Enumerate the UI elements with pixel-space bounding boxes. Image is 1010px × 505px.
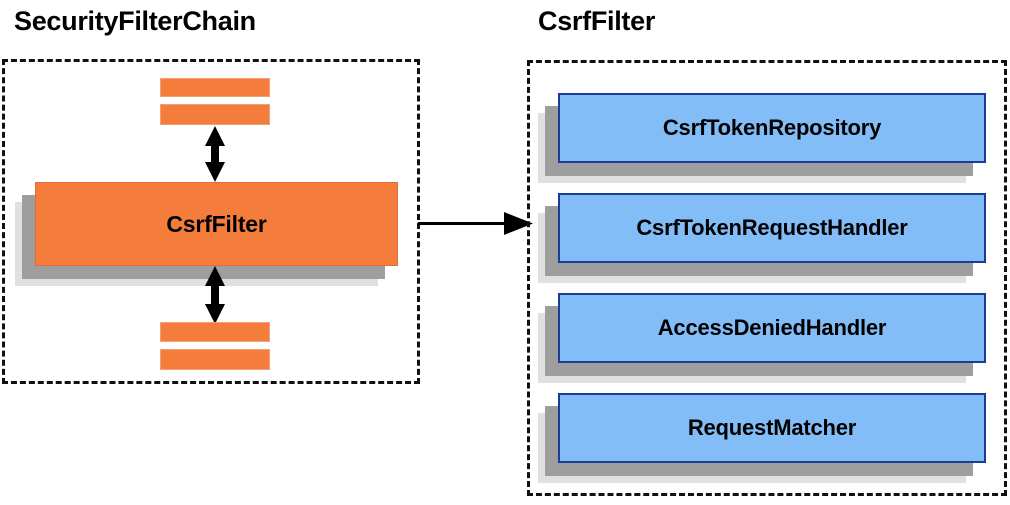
security-filter-chain-panel [2,59,420,384]
component-label: CsrfTokenRepository [558,93,986,163]
double-arrow-below-icon [200,266,230,324]
double-arrow-above-icon [200,126,230,182]
page-title-csrf-filter: CsrfFilter [538,6,656,36]
csrf-filter-box[interactable]: CsrfFilter [15,182,398,286]
component-box-access-denied-handler[interactable]: AccessDeniedHandler [538,293,986,383]
csrf-filter-detail-panel [527,60,1007,496]
filter-bar-below-1 [160,322,270,342]
page-title-security-filter-chain: SecurityFilterChain [14,6,256,36]
filter-bar-above-1 [160,78,270,97]
component-label: CsrfTokenRequestHandler [558,193,986,263]
component-label: AccessDeniedHandler [558,293,986,363]
component-box-csrf-token-repository[interactable]: CsrfTokenRepository [538,93,986,183]
component-box-request-matcher[interactable]: RequestMatcher [538,393,986,483]
csrf-filter-label: CsrfFilter [35,182,398,266]
component-label: RequestMatcher [558,393,986,463]
filter-bar-above-2 [160,104,270,125]
filter-bar-below-2 [160,349,270,370]
expansion-arrow-icon [418,212,533,236]
component-box-csrf-token-request-handler[interactable]: CsrfTokenRequestHandler [538,193,986,283]
